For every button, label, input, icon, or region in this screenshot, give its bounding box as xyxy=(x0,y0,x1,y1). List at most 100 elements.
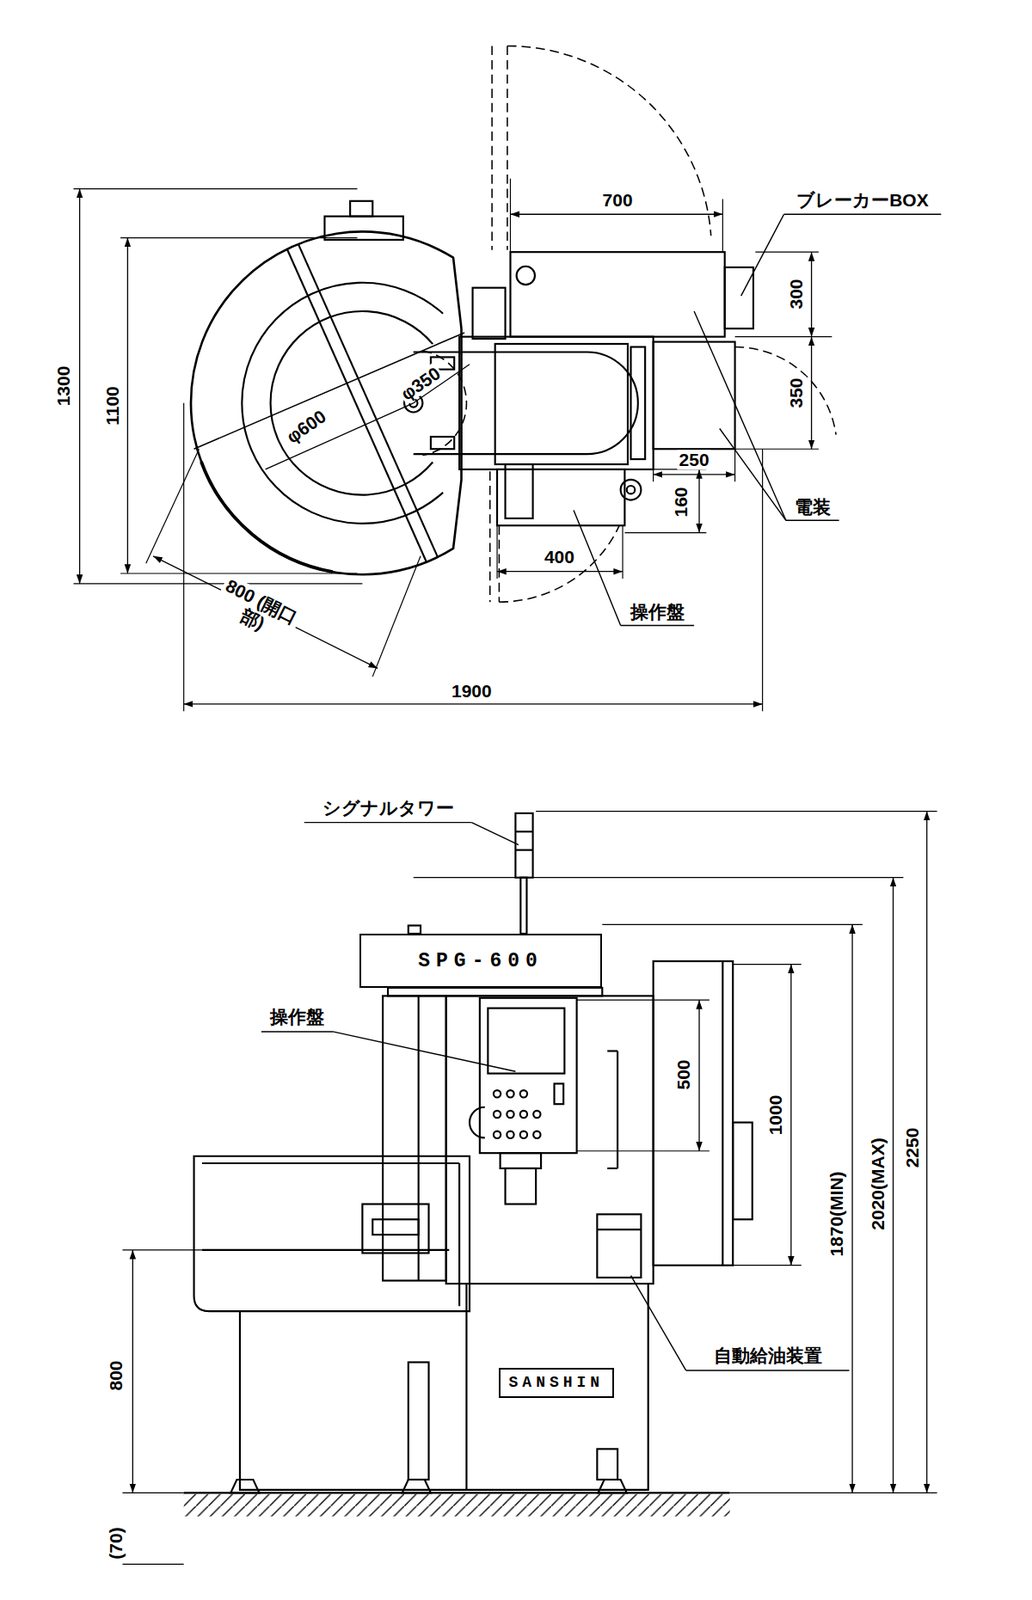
extension-line xyxy=(652,448,654,482)
ground-hatch xyxy=(184,1494,731,1518)
part-name: 操作盤 xyxy=(268,1007,326,1028)
leader-underline xyxy=(620,625,695,627)
arm-housing xyxy=(459,337,654,470)
dimension-value: 700 xyxy=(601,190,635,210)
dimension-value: 800 xyxy=(106,1358,127,1393)
dimension-line xyxy=(153,556,378,670)
leader-line xyxy=(719,428,787,521)
tower-band xyxy=(515,849,533,852)
leader-underline xyxy=(304,822,473,824)
extension-line xyxy=(722,198,724,252)
dimension-value: 500 xyxy=(674,1057,695,1092)
head-strip xyxy=(387,988,602,996)
nameplate-text: SANSHIN xyxy=(509,1374,605,1392)
extension-line xyxy=(735,336,833,338)
door-swing-line xyxy=(491,45,493,250)
dimension-value: 1870(MIN) xyxy=(827,1170,848,1260)
leveling-block xyxy=(596,1449,618,1481)
signal-tower xyxy=(515,813,533,879)
electrical-box xyxy=(509,251,725,338)
machine-head-nameplate: SPG-600 xyxy=(359,933,602,989)
panel-button xyxy=(533,1111,541,1118)
dimension-value: (70) xyxy=(106,1525,127,1561)
workpiece xyxy=(362,1204,429,1254)
panel-mount xyxy=(500,1153,541,1169)
leader-underline xyxy=(786,520,840,522)
dimension-line xyxy=(892,878,894,1494)
panel-button xyxy=(493,1111,501,1118)
dimension-value: 1900 xyxy=(449,681,494,701)
leveling-foot xyxy=(598,1480,627,1493)
swing-arm xyxy=(413,351,639,455)
dimension-line xyxy=(810,251,812,338)
extension-line xyxy=(120,237,357,239)
dimension-value: 350 xyxy=(786,375,806,410)
dimension-line xyxy=(653,473,736,475)
panel-button xyxy=(520,1111,528,1118)
panel-button xyxy=(520,1090,528,1098)
extension-line xyxy=(120,572,357,574)
extension-line xyxy=(577,1150,710,1152)
extension-line xyxy=(122,1249,204,1251)
grinding-wheel xyxy=(241,282,443,524)
panel-button xyxy=(520,1131,528,1139)
panel-button xyxy=(506,1131,514,1139)
dimension-value: 300 xyxy=(786,276,806,311)
leader-line xyxy=(694,311,787,521)
dimension-value: 2020(MAX) xyxy=(867,1136,888,1232)
part-name: 操作盤 xyxy=(628,602,687,623)
extension-line xyxy=(146,448,200,564)
extension-line xyxy=(413,877,904,879)
dimension-line xyxy=(497,571,623,572)
door-swing-arc xyxy=(498,525,620,602)
panel-hinge-pin xyxy=(626,485,635,494)
extension-line xyxy=(730,1492,938,1494)
nameplate-text: SPG-600 xyxy=(417,950,544,973)
panel-button xyxy=(506,1111,514,1118)
cover-plate-edge xyxy=(287,248,427,562)
dimension-line xyxy=(79,189,80,584)
door-swing-arc xyxy=(507,45,712,236)
maker-nameplate: SANSHIN xyxy=(498,1368,615,1400)
door-swing-line xyxy=(489,471,492,602)
extension-line xyxy=(624,532,707,534)
dimension-value: 1000 xyxy=(766,1093,787,1138)
wheel-guard xyxy=(190,231,462,575)
panel-hinge xyxy=(620,479,642,501)
leveling-foot xyxy=(402,1480,431,1493)
oil-lubricator xyxy=(596,1214,641,1278)
extension-line xyxy=(535,810,937,812)
arm-clamp xyxy=(430,436,455,449)
operator-panel xyxy=(479,998,578,1154)
work-table xyxy=(194,1156,470,1312)
lower-fitting xyxy=(505,464,534,519)
panel-button xyxy=(506,1090,514,1098)
tower-band xyxy=(515,830,533,833)
extension-line xyxy=(621,525,623,579)
dimension-line xyxy=(132,1250,134,1493)
dimension-value: 400 xyxy=(542,547,577,568)
extension-line xyxy=(732,1265,802,1266)
electrical-cabinet-side xyxy=(653,961,734,1266)
part-name: シグナルタワー xyxy=(320,798,456,819)
extension-line xyxy=(73,583,363,584)
dimension-value: 250 xyxy=(677,450,712,471)
cabinet-handle xyxy=(732,1123,753,1221)
extension-line xyxy=(496,525,498,579)
panel-button xyxy=(533,1131,541,1139)
extension-line xyxy=(602,924,863,926)
dimension-line xyxy=(127,238,129,574)
guard-opening-edge xyxy=(201,461,333,572)
ground-line xyxy=(184,1492,731,1494)
dimension-value: 2250 xyxy=(903,1126,923,1171)
panel-switch xyxy=(554,1083,565,1105)
column xyxy=(382,995,447,1281)
table-wall xyxy=(458,1163,461,1307)
base-cabinet xyxy=(239,1283,649,1491)
extension-line xyxy=(183,403,185,712)
extension-line xyxy=(735,448,819,450)
dimension-value: 800 (開口部) xyxy=(211,574,304,648)
leader-line xyxy=(332,1032,516,1072)
